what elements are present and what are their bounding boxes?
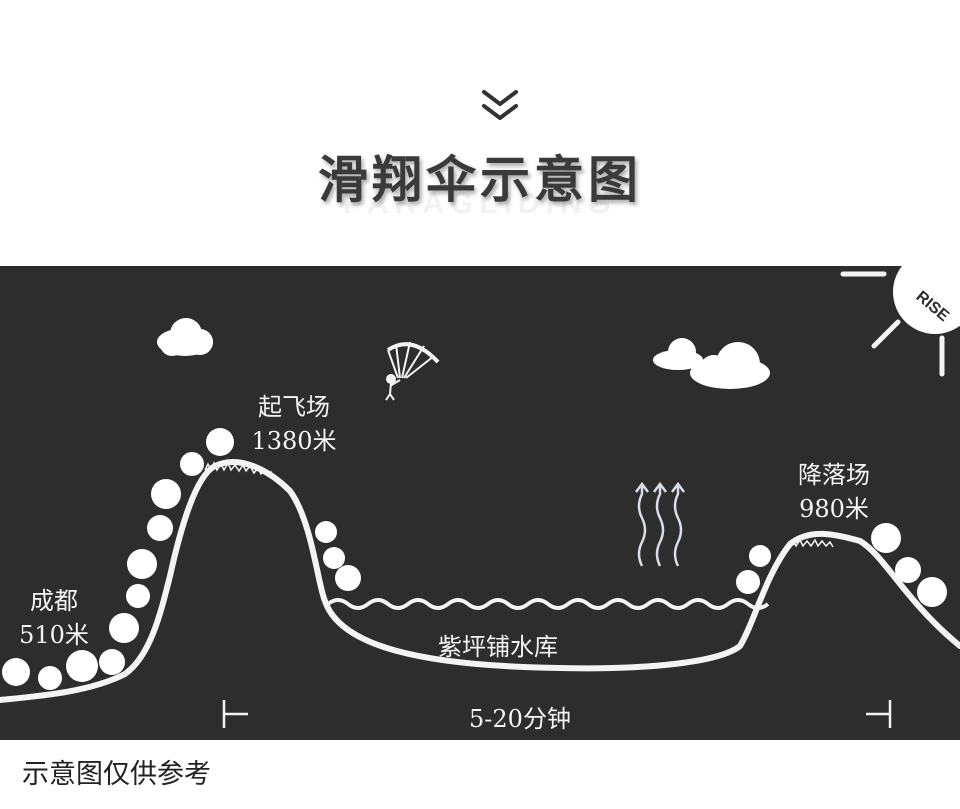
takeoff-altitude: 1380米: [251, 427, 337, 455]
thermal-updraft-icon: [635, 481, 685, 567]
cloud-icon: [157, 318, 213, 356]
landing-label: 降落场 980米: [776, 458, 892, 526]
chevron-down-icon: [482, 90, 518, 120]
landing-altitude: 980米: [799, 495, 869, 523]
page-title: 滑翔伞示意图: [318, 151, 642, 209]
diagram-panel: RISE: [0, 266, 960, 740]
water-wave-line: [326, 598, 770, 610]
start-label: 成都 510米: [2, 584, 106, 652]
sun-icon: RISE: [840, 266, 960, 377]
landing-name: 降落场: [798, 461, 870, 489]
page-subtitle: PARAGLIDING: [343, 187, 617, 220]
takeoff-name: 起飞场: [258, 393, 330, 421]
grass-texture: [789, 538, 834, 548]
start-name: 成都: [30, 587, 78, 615]
header: PARAGLIDING 滑翔伞示意图: [0, 0, 960, 266]
grass-texture: [204, 461, 275, 479]
reservoir-label: 紫坪铺水库: [438, 633, 558, 661]
start-altitude: 510米: [19, 621, 89, 649]
disclaimer-footnote: 示意图仅供参考: [22, 759, 211, 790]
cloud-icon: [653, 338, 770, 389]
paraglider-icon: [385, 341, 440, 401]
takeoff-label: 起飞场 1380米: [236, 390, 352, 458]
terrain-line: [0, 459, 960, 703]
duration-label: 5-20分钟: [469, 705, 571, 733]
tree-icon: [2, 428, 947, 690]
paragliding-diagram: RISE: [0, 266, 960, 728]
duration-bracket: [222, 700, 892, 728]
